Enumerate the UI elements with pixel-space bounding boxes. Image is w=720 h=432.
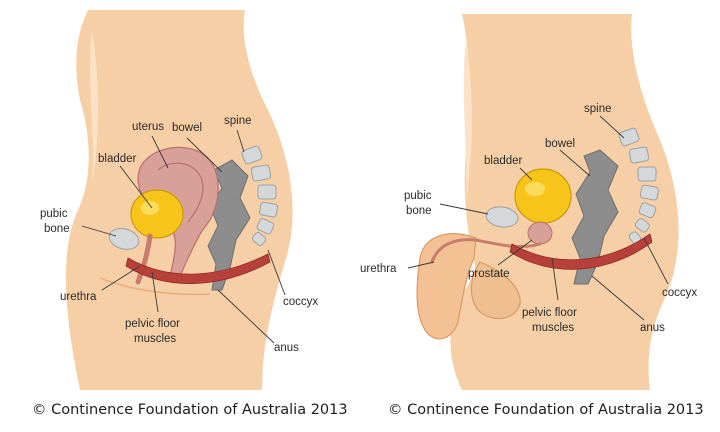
label-male-pelvic-floor: pelvic floor [522,307,577,319]
female-pelvic-floor-muscle [125,253,271,285]
label-male-pubic-bone-2: bone [406,205,432,217]
label-uterus: uterus [132,121,164,133]
label-pelvic-floor: pelvic floor [125,318,180,330]
label-spine: spine [224,115,252,127]
caption-left: © Continence Foundation of Australia 201… [32,402,348,418]
male-bladder [514,168,572,224]
label-male-pelvic-floor-2: muscles [532,322,574,334]
label-urethra: urethra [60,291,97,303]
caption-right: © Continence Foundation of Australia 201… [388,402,704,418]
label-male-bladder: bladder [484,155,523,167]
label-male-coccyx: coccyx [662,287,697,299]
female-diagram: uterus bowel spine bladder pubic bone ur… [32,10,348,418]
male-bowel [571,149,619,285]
female-bladder-highlight [141,201,159,215]
label-bowel: bowel [172,122,202,134]
label-pubic-bone-2: bone [44,223,70,235]
label-male-pubic-bone: pubic [404,190,432,202]
male-bladder-highlight [525,182,545,196]
label-male-anus: anus [640,322,665,334]
label-male-spine: spine [584,103,612,115]
label-male-bowel: bowel [545,138,575,150]
female-bladder [130,189,184,239]
male-pubic-bone [485,206,519,228]
female-body-highlight [90,30,98,185]
male-scrotum [470,261,521,320]
female-pubic-bone [108,228,140,250]
label-male-prostate: prostate [468,268,510,280]
label-pelvic-floor-2: muscles [134,333,176,345]
female-spine [241,145,279,246]
female-inner-line [99,277,211,296]
male-body-highlight [463,40,472,200]
male-diagram: spine bowel bladder pubic bone urethra p… [360,14,704,418]
female-urethra [135,233,153,285]
label-bladder: bladder [98,153,137,165]
label-male-urethra: urethra [360,263,397,275]
male-spine [618,127,659,245]
male-pelvic-floor-muscle [509,233,653,270]
label-pubic-bone: pubic [40,208,68,220]
label-anus: anus [274,342,299,354]
label-coccyx: coccyx [283,296,318,308]
female-uterus-inner [157,162,204,223]
